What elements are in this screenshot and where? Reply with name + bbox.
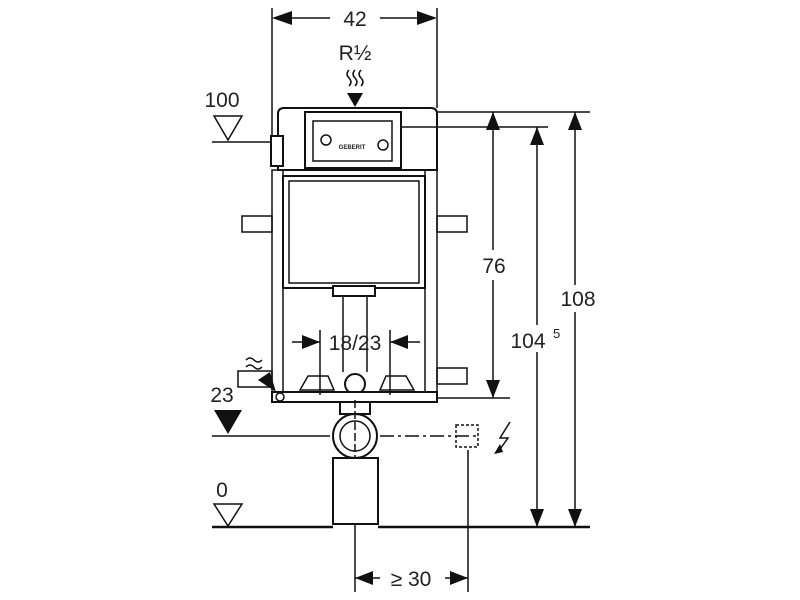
geberit-logo: GEBERIT (339, 145, 366, 151)
drain-pipe (332, 400, 379, 525)
water-icon (346, 69, 364, 87)
socket-icon (455, 424, 479, 448)
electrical-icon (497, 421, 511, 453)
frame: GEBERIT (237, 107, 468, 403)
level-100-marker: 100 (204, 89, 272, 143)
electrical-offset-label: ≥ 30 (391, 568, 432, 591)
drain-spacing-dimension: 18/23 (292, 330, 420, 395)
drain-spacing-label: 18/23 (329, 332, 382, 355)
water-inlet-label: R½ (339, 42, 372, 65)
electrical-connection (455, 421, 511, 454)
width-label: 42 (343, 8, 366, 31)
waste-water-icon (245, 357, 263, 370)
height-104-5-superscript: 5 (553, 326, 560, 341)
height-76-label: 76 (482, 255, 505, 278)
electrical-offset-dimension: ≥ 30 (354, 450, 469, 592)
level-23-marker: 23 (210, 384, 480, 437)
height-dimensions: 76 104 5 108 (400, 111, 596, 527)
level-23-label: 23 (210, 384, 233, 407)
floor-level-label: 0 (216, 479, 228, 502)
height-108-label: 108 (560, 288, 595, 311)
water-inlet: R½ (339, 42, 372, 107)
width-dimension: 42 (271, 8, 438, 140)
height-104-5-label: 104 (510, 330, 545, 353)
level-100-label: 100 (204, 89, 239, 112)
floor-level-marker: 0 (212, 479, 590, 529)
